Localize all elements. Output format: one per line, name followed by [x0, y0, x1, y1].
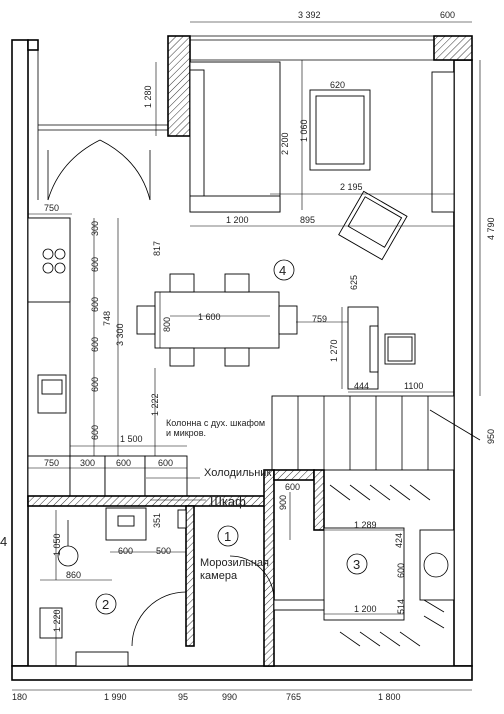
- dim-rug-width: 620: [330, 80, 345, 90]
- room-number-partial: 4: [0, 534, 7, 549]
- dim-950: 950: [486, 429, 496, 444]
- dim-600d: 600: [90, 377, 100, 392]
- dim-bot-180: 180: [12, 692, 27, 702]
- dim-closet-1200: 1 200: [354, 604, 377, 614]
- room-number-4: 4: [279, 263, 286, 278]
- room-number-3: 3: [353, 557, 360, 572]
- desk: [347, 306, 416, 390]
- dim-1500: 1 500: [120, 434, 143, 444]
- dim-bot-765: 765: [286, 692, 301, 702]
- dim-600b: 600: [90, 297, 100, 312]
- dim-bottom-750: 750: [44, 458, 59, 468]
- dim-bottom-600a: 600: [116, 458, 131, 468]
- freezer-door: [229, 555, 275, 601]
- room-number-1: 1: [224, 529, 231, 544]
- dim-wc-351: 351: [152, 513, 162, 528]
- dim-sofa-bottom-left: 1 200: [226, 215, 249, 225]
- dim-sofa-bottom-right: 895: [300, 215, 315, 225]
- sofa: [189, 61, 281, 213]
- dim-kitchen-width: 750: [44, 203, 59, 213]
- dim-wc-860: 860: [66, 570, 81, 580]
- sofa-niche-wall: [167, 35, 191, 137]
- dim-bot-95: 95: [178, 692, 188, 702]
- balcony-door: [47, 139, 151, 201]
- closet: [273, 484, 455, 647]
- label-freezer-2: камера: [200, 570, 238, 582]
- kitchen-counter: [27, 217, 71, 459]
- dim-sofa-depth: 1 280: [143, 85, 153, 108]
- dim-1222: 1 222: [150, 393, 160, 416]
- label-wardrobe: Шкаф: [210, 494, 246, 509]
- bath-wall: [185, 505, 195, 647]
- right-wall: [453, 59, 473, 667]
- label-freezer-1: Морозильная: [200, 557, 269, 569]
- dim-top-width: 3 392: [298, 10, 321, 20]
- dim-1270: 1 270: [329, 339, 339, 362]
- dim-817: 817: [152, 241, 162, 256]
- dim-300a: 300: [90, 221, 100, 236]
- dim-right-height: 4 790: [486, 217, 496, 240]
- closet-wall-top: [273, 469, 315, 481]
- dim-600a: 600: [90, 257, 100, 272]
- dim-hall-900: 900: [278, 495, 288, 510]
- dim-759: 759: [312, 314, 327, 324]
- tv-stand: [431, 71, 455, 213]
- hall-wall: [263, 469, 275, 667]
- outer-walls: [11, 35, 473, 681]
- dining-table: [136, 273, 298, 367]
- dim-top-right: 600: [440, 10, 455, 20]
- room-number-2: 2: [102, 597, 109, 612]
- dim-sofa-zone-width: 2 195: [340, 182, 363, 192]
- bathroom: [39, 507, 187, 667]
- dim-wc-1050: 1 050: [52, 533, 62, 556]
- bottom-wall: [11, 665, 473, 681]
- dim-closet-514: 514: [396, 599, 406, 614]
- dim-1100: 1100: [404, 381, 423, 391]
- annotation-labels: Колонна с дух. шкафом и микров. Холодиль…: [146, 418, 271, 582]
- dim-rug-height: 1 060: [299, 119, 309, 142]
- dim-bot-1990: 1 990: [104, 692, 127, 702]
- label-column-2: и микров.: [166, 428, 206, 438]
- top-right-wall: [433, 35, 473, 61]
- dim-625: 625: [349, 275, 359, 290]
- dimension-labels: 3 392 600 1 280 620 1 060 2 200 2 195 1 …: [12, 10, 496, 702]
- dim-wc-500: 500: [156, 546, 171, 556]
- dim-closet-424: 424: [394, 533, 404, 548]
- dim-hall-600: 600: [285, 482, 300, 492]
- left-wall-cap: [27, 39, 39, 51]
- dim-bot-1800: 1 800: [378, 692, 401, 702]
- dim-closet-1289: 1 289: [354, 520, 377, 530]
- dim-3300: 3 300: [115, 323, 125, 346]
- dim-table-length: 1 600: [198, 312, 221, 322]
- staircase: [271, 395, 481, 471]
- closet-wall-left: [313, 469, 325, 531]
- dim-wc-600: 600: [118, 546, 133, 556]
- dimension-lines: [12, 21, 481, 691]
- dim-sofa-zone-height: 2 200: [280, 132, 290, 155]
- dim-748: 748: [102, 311, 112, 326]
- left-wall: [11, 39, 29, 667]
- dim-closet-600: 600: [396, 563, 406, 578]
- armchair: [338, 190, 408, 261]
- kitchen-bottom-row: [27, 455, 273, 507]
- dim-bottom-300: 300: [80, 458, 95, 468]
- dim-table-width: 800: [162, 317, 172, 332]
- dim-wc-1220: 1 220: [52, 609, 62, 632]
- dim-444: 444: [354, 381, 369, 391]
- room-numbers: 4 1 2 3 4: [0, 259, 368, 615]
- dim-bot-990: 990: [222, 692, 237, 702]
- bathroom-door: [131, 591, 187, 647]
- dim-600c: 600: [90, 337, 100, 352]
- dim-bottom-600b: 600: [158, 458, 173, 468]
- label-column-1: Колонна с дух. шкафом: [166, 418, 265, 428]
- dim-600e: 600: [90, 425, 100, 440]
- label-fridge: Холодильник: [204, 467, 271, 479]
